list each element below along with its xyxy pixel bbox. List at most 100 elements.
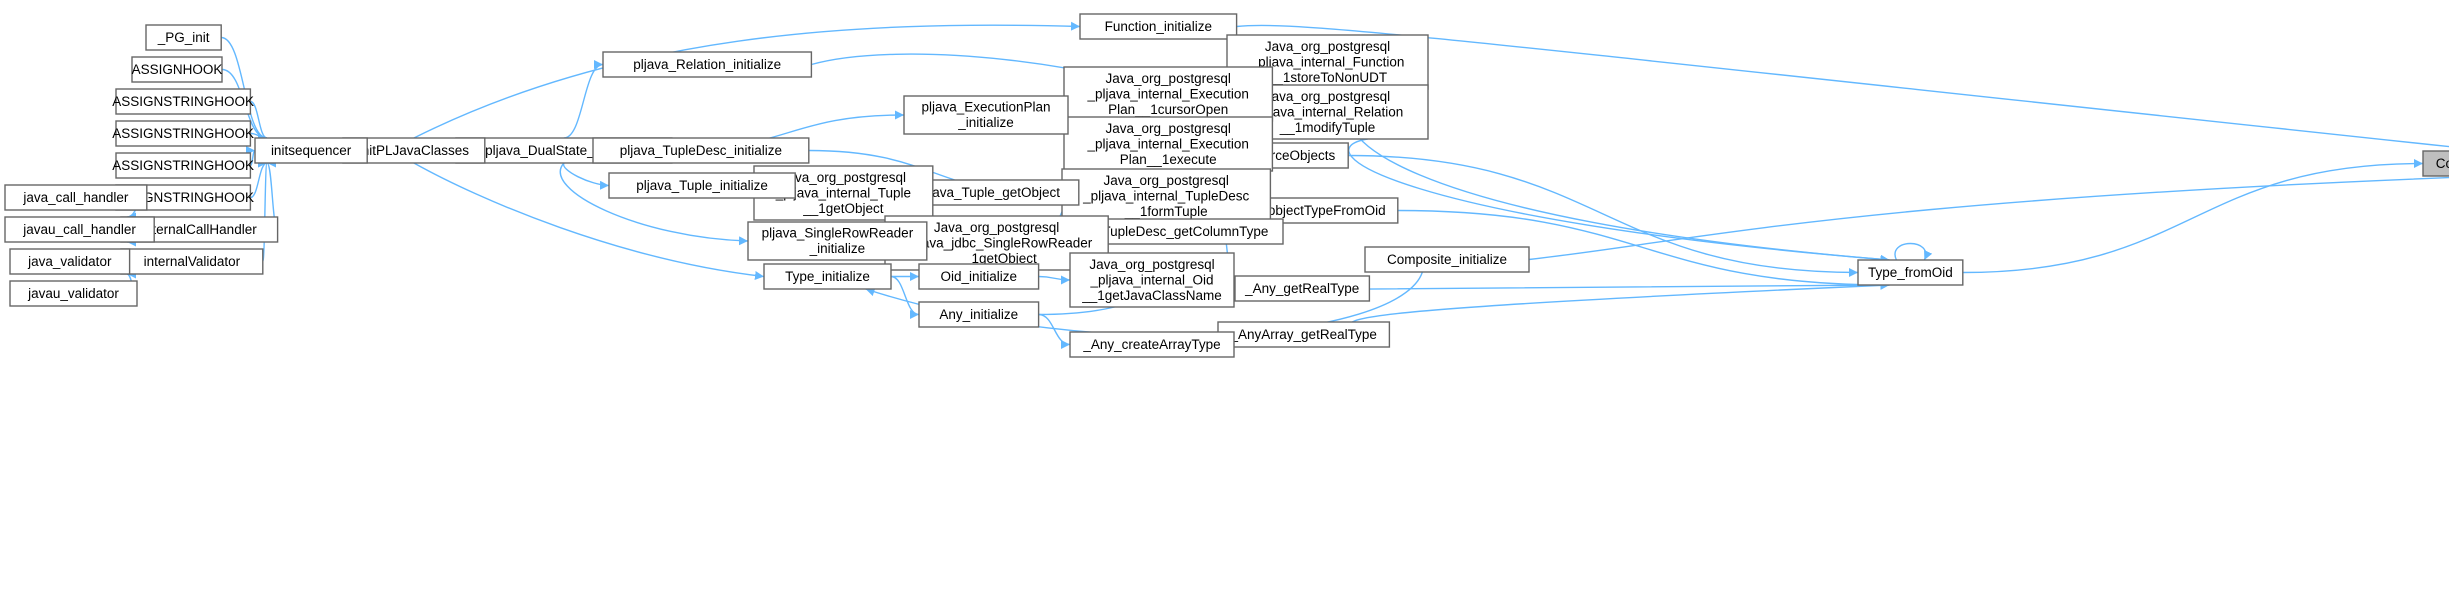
node-box [903, 95, 1069, 135]
node-pljava-tuple-initialize[interactable]: pljava_Tuple_initialize [608, 172, 796, 199]
node-label: _pljava_internal_Execution [1087, 136, 1249, 151]
node-assignstringhook1[interactable]: ASSIGNSTRINGHOOK [112, 88, 254, 115]
node-box [747, 221, 928, 261]
node-box [602, 51, 813, 78]
node-label: _initialize [957, 115, 1014, 130]
edge-path [257, 158, 268, 263]
node-box [1364, 246, 1530, 273]
edge-type-fromoid-to-type-fromoid [1894, 242, 1933, 261]
node-pljava-relation-initialize[interactable]: pljava_Relation_initialize [602, 51, 813, 78]
node-label: Oid_initialize [941, 269, 1018, 284]
node-layer: Composite_obtain Function_initializeJava_… [4, 13, 2449, 358]
node-label: __1storeToNonUDT [1267, 70, 1387, 85]
node-box [1069, 252, 1235, 308]
node-type-initialize[interactable]: Type_initialize [763, 263, 892, 290]
node-assignstringhook2[interactable]: ASSIGNSTRINGHOOK [112, 120, 254, 147]
node-label: ASSIGNHOOK [132, 62, 223, 77]
node-java-executionplan-cursoropen[interactable]: Java_org_postgresql_pljava_internal_Exec… [1063, 66, 1274, 122]
edge-initpljavaclasses-to-function-initialize [413, 21, 1081, 139]
edge-path [413, 162, 765, 280]
node-pljava-singlerowreader-initialize[interactable]: pljava_SingleRowReader_initialize [747, 221, 928, 261]
node-label: _pljava_internal_TupleDesc [1082, 188, 1249, 203]
node-type-fromoid[interactable]: Type_fromOid [1857, 259, 1964, 286]
node-label: _pljava_internal_Oid [1089, 272, 1213, 287]
node-java-validator[interactable]: java_validator [9, 248, 131, 275]
node-oid-initialize[interactable]: Oid_initialize [918, 263, 1040, 290]
node-label: java_call_handler [22, 190, 129, 205]
node-label: _pljava_internal_Execution [1087, 86, 1249, 101]
node-pljava-tupledesc-initialize[interactable]: pljava_TupleDesc_initialize [592, 137, 810, 164]
node-box [9, 280, 138, 307]
node-label: ASSIGNSTRINGHOOK [112, 190, 254, 205]
node-label: Function_initialize [1105, 19, 1212, 34]
node-label: pljava_Tuple_initialize [636, 178, 768, 193]
edge-pljava-dualstate-initialize-to-pljava-tuple-initialize [563, 162, 610, 190]
node-label: Java_org_postgresql [1106, 121, 1231, 136]
node-java-function-storetononudt[interactable]: Java_org_postgresql_pljava_internal_Func… [1226, 34, 1429, 90]
edge-path [1348, 138, 1890, 264]
node-box [4, 184, 148, 211]
node-pg-init[interactable]: _PG_init [145, 24, 222, 51]
node-composite-initialize[interactable]: Composite_initialize [1364, 246, 1530, 273]
node-label: Type_initialize [785, 269, 870, 284]
node-box [1857, 259, 1964, 286]
node-anyarray-getrealtype[interactable]: _AnyArray_getRealType [1217, 321, 1391, 348]
edge-path [563, 162, 610, 190]
node-java-executionplan-execute[interactable]: Java_org_postgresql_pljava_internal_Exec… [1063, 116, 1274, 172]
node-label: java_validator [27, 254, 112, 269]
edge-path [890, 275, 920, 319]
node-label: Any_initialize [939, 307, 1018, 322]
node-box [1063, 66, 1274, 122]
node-box [918, 263, 1040, 290]
node-box [115, 152, 252, 179]
node-any-initialize[interactable]: Any_initialize [918, 301, 1040, 328]
node-pljava-tupledesc-getcolumntype[interactable]: pljava_TupleDesc_getColumnType [1044, 218, 1284, 245]
node-javau-call-handler[interactable]: javau_call_handler [4, 216, 155, 243]
node-label: Composite_obtain [2436, 156, 2449, 171]
node-label: Plan__1cursorOpen [1108, 102, 1228, 117]
node-assignhook[interactable]: ASSIGNHOOK [131, 56, 223, 83]
node-function-initialize[interactable]: Function_initialize [1079, 13, 1238, 40]
node-java-tupledesc-formtuple[interactable]: Java_org_postgresql_pljava_internal_Tupl… [1061, 168, 1272, 224]
edge-java-function-storetononudt-to-type-fromoid [1348, 88, 1890, 264]
node-label: __1getJavaClassName [1081, 288, 1222, 303]
node-initsequencer[interactable]: initsequencer [254, 137, 368, 164]
node-java-oid-getjavaclassname[interactable]: Java_org_postgresql_pljava_internal_Oid_… [1069, 252, 1235, 308]
node-label: Java_org_postgresql [781, 170, 906, 185]
node-any-createarraytype[interactable]: _Any_createArrayType [1069, 331, 1235, 358]
node-assignstringhook3[interactable]: ASSIGNSTRINGHOOK [112, 152, 254, 179]
node-label: Java_org_postgresql [1106, 71, 1231, 86]
edge-path [1038, 313, 1071, 349]
node-box [115, 120, 252, 147]
node-box [1063, 116, 1274, 172]
node-label: __1modifyTuple [1279, 120, 1376, 135]
node-label: pljava_TupleDesc_initialize [620, 143, 782, 158]
edge-function-initialize-to-composite-obtain [1236, 24, 2449, 148]
node-box [131, 56, 223, 83]
node-composite-obtain[interactable]: Composite_obtain [2422, 150, 2449, 177]
node-box [9, 248, 131, 275]
node-box [1234, 275, 1371, 302]
edge-anyarray-getrealtype-to-type-fromoid [1350, 280, 1890, 336]
edge-composite-initialize-to-composite-obtain [1528, 176, 2449, 261]
node-label: internalValidator [144, 254, 241, 269]
node-box [763, 263, 892, 290]
node-label: pljava_Relation_initialize [633, 57, 781, 72]
node-java-call-handler[interactable]: java_call_handler [4, 184, 148, 211]
edge-path [1348, 154, 1859, 277]
edge-path [559, 162, 749, 246]
node-javau-validator[interactable]: javau_validator [9, 280, 138, 307]
node-box [592, 137, 810, 164]
edge-path [1038, 275, 1071, 285]
node-internalvalidator[interactable]: internalValidator [120, 248, 264, 275]
node-any-getrealtype[interactable]: _Any_getRealType [1234, 275, 1371, 302]
node-label: _PG_init [157, 30, 210, 45]
node-label: pljava_TupleDesc_getColumnType [1060, 224, 1269, 239]
node-box [145, 24, 222, 51]
node-pljava-executionplan-initialize[interactable]: pljava_ExecutionPlan_initialize [903, 95, 1069, 135]
edge-pljava-dualstate-initialize-to-pljava-relation-initialize [563, 60, 604, 139]
node-label: _AnyArray_getRealType [1230, 327, 1377, 342]
node-label: pljava_ExecutionPlan [921, 100, 1050, 115]
node-label: __1getObject [802, 201, 884, 216]
